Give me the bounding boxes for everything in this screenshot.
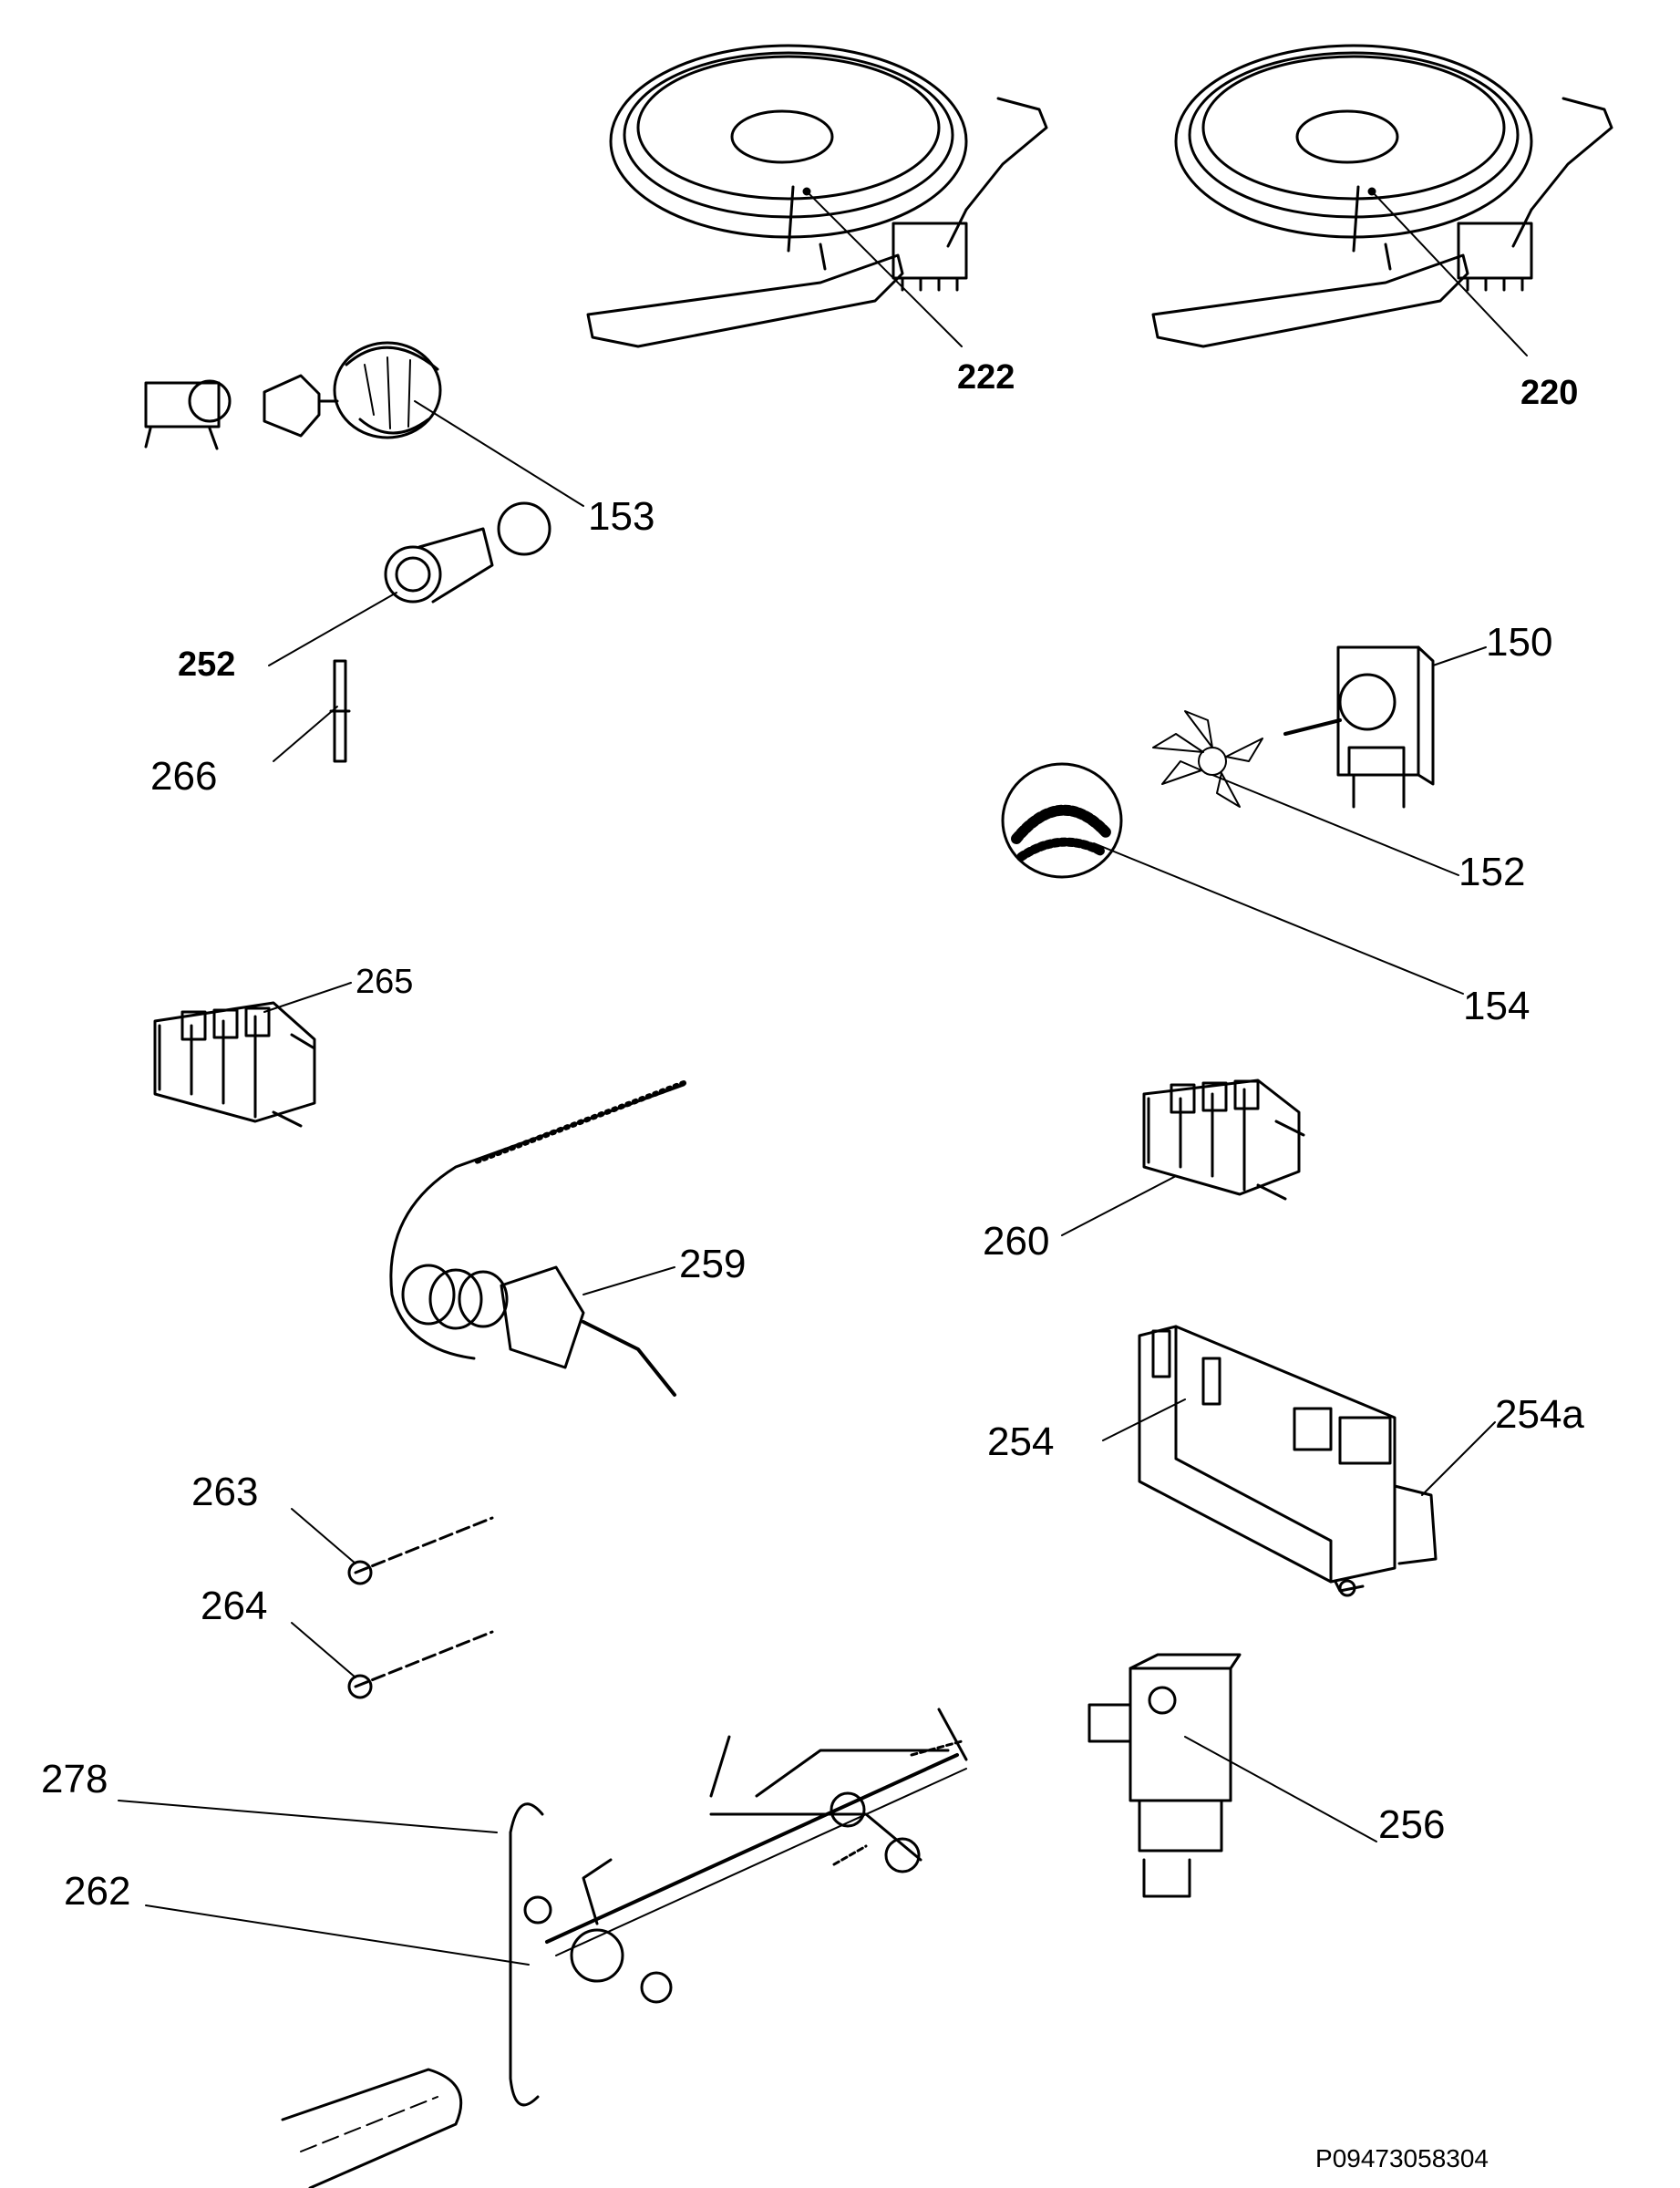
label-150: 150 — [1486, 620, 1553, 665]
connector-263-drawing — [291, 1508, 494, 1585]
label-278: 278 — [41, 1757, 108, 1801]
solenoid-256-drawing — [1087, 1653, 1377, 1898]
label-262: 262 — [64, 1869, 131, 1914]
fan-motor-150-drawing — [1283, 645, 1487, 809]
label-264: 264 — [201, 1584, 268, 1628]
label-256: 256 — [1378, 1802, 1446, 1847]
gas-ramp-262-drawing — [145, 1708, 968, 2188]
label-254: 254 — [987, 1419, 1055, 1464]
knob-153-drawing — [144, 341, 584, 507]
label-154: 154 — [1463, 984, 1531, 1028]
lamp-252-drawing — [268, 501, 551, 666]
label-222: 222 — [957, 358, 1015, 397]
label-153: 153 — [588, 494, 655, 539]
label-152: 152 — [1458, 850, 1526, 894]
label-254a: 254a — [1495, 1392, 1584, 1437]
label-266: 266 — [150, 754, 218, 799]
label-260: 260 — [983, 1219, 1050, 1264]
label-252: 252 — [178, 645, 236, 684]
hotplate-222-drawing — [586, 44, 1048, 348]
thermostat-259-drawing — [389, 1080, 686, 1397]
switch-265-drawing — [153, 982, 352, 1128]
fan-152-drawing — [1152, 710, 1459, 876]
label-259: 259 — [679, 1242, 747, 1286]
hotplate-220-drawing — [1151, 44, 1613, 356]
connector-264-drawing — [291, 1622, 494, 1699]
gas-ramp-278-drawing — [118, 1800, 544, 2107]
ignition-unit-254-drawing — [1102, 1325, 1496, 1597]
label-265: 265 — [356, 963, 414, 1001]
switch-260-drawing — [1061, 1079, 1305, 1236]
document-id: P09473058304 — [1315, 2144, 1489, 2173]
label-263: 263 — [191, 1470, 259, 1514]
grille-154-drawing — [1001, 762, 1464, 995]
label-220: 220 — [1520, 374, 1579, 412]
pin-266-drawing — [273, 659, 351, 763]
